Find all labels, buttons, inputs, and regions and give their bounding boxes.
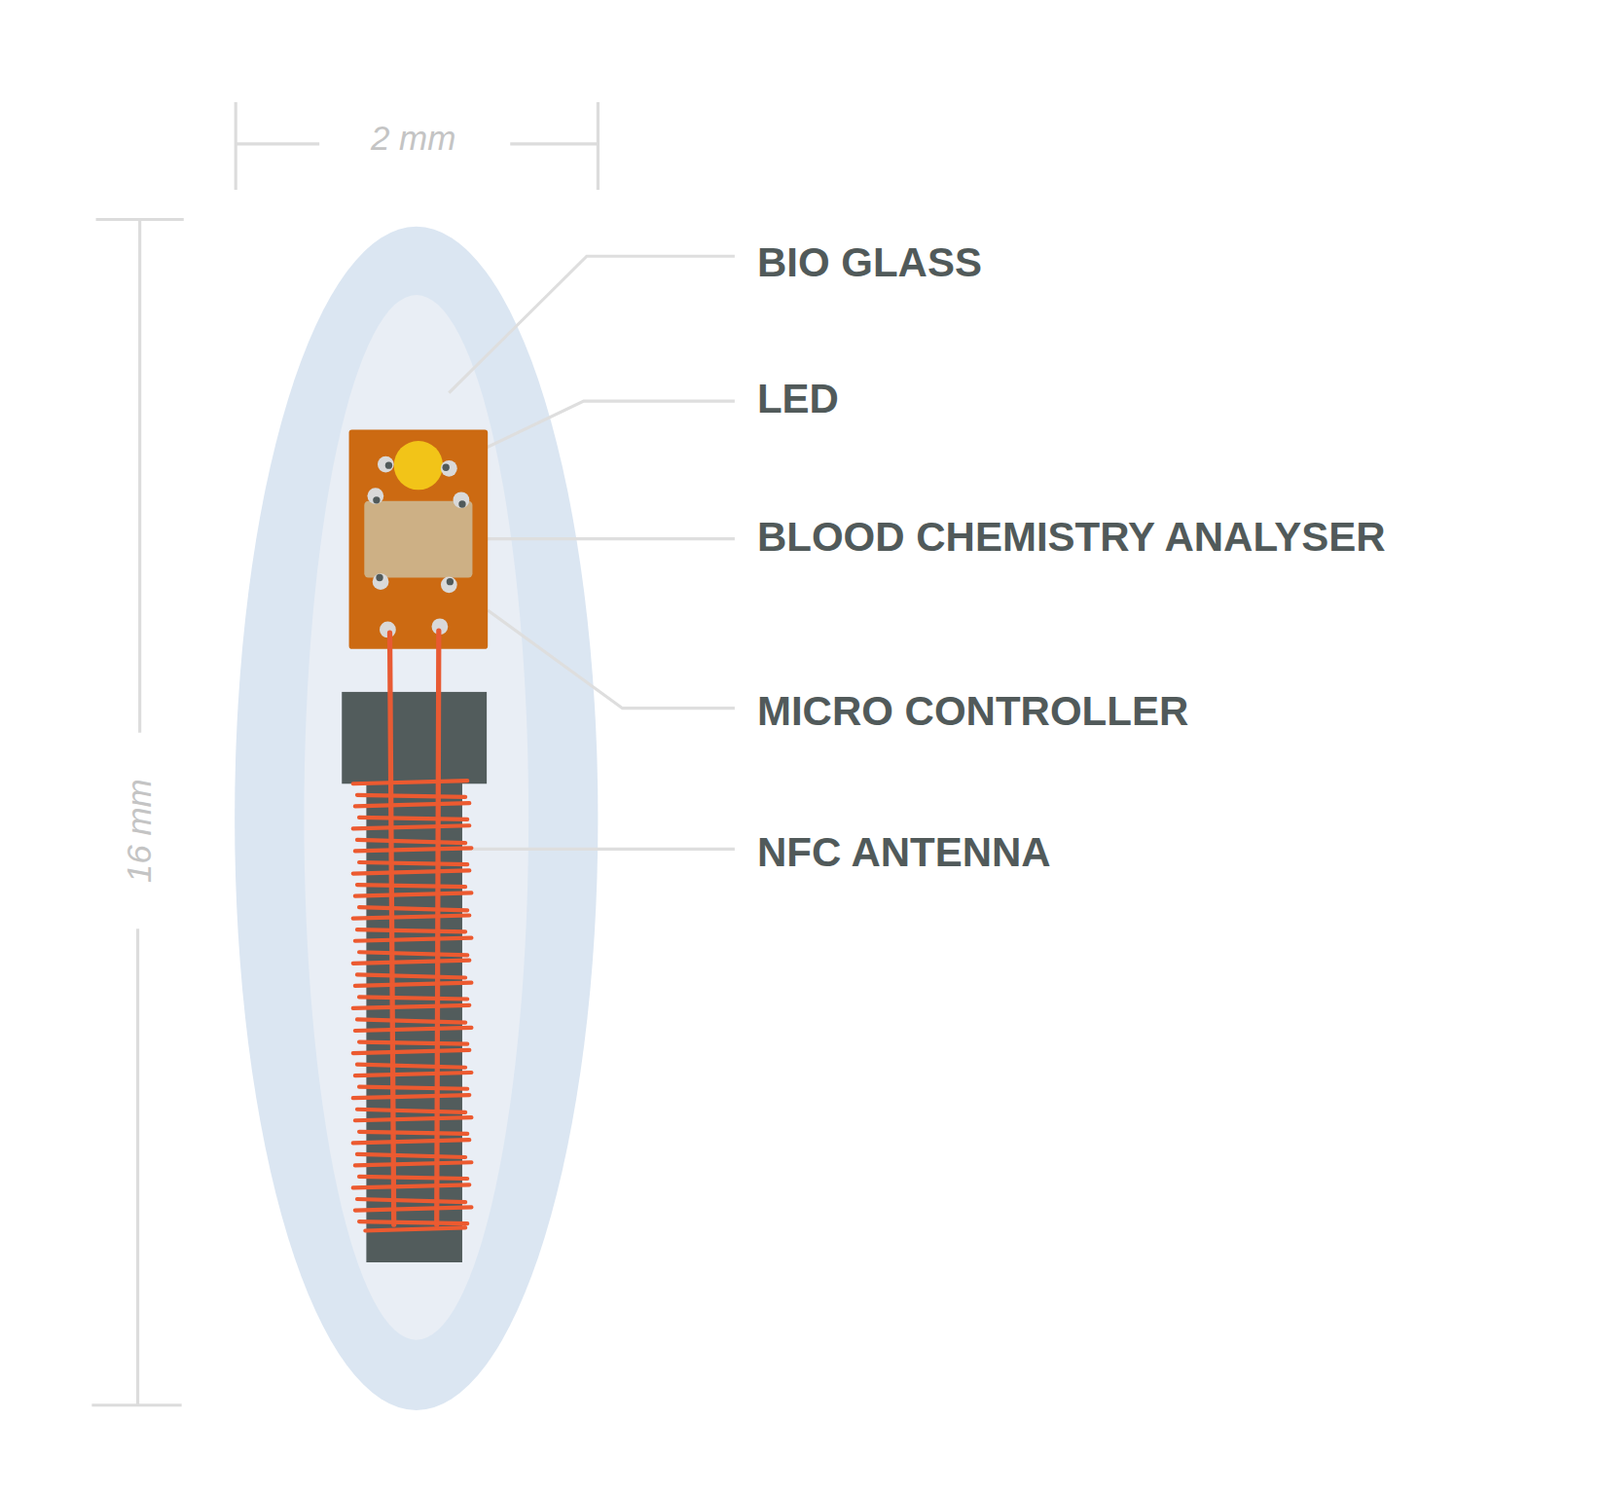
nfc-coil [353,780,473,1231]
part-label-wrap: LED [757,376,840,422]
part-label: MICRO CONTROLLER [757,689,1191,734]
solder-dot [372,496,380,504]
solder-dot [458,500,466,508]
dimension-label-wrap: 2 mm [370,119,458,158]
solder-pad [377,456,395,473]
bio-glass-outer [234,226,598,1411]
ferrite-head [341,691,487,784]
micro-controller-board [349,429,489,649]
leader-line [464,847,735,851]
dimension-label: 16 mm [120,777,159,883]
dimension-line [138,218,142,732]
dimension-line [509,142,598,146]
solder-dot [446,578,454,585]
part-label: LED [757,376,840,422]
solder-pad [366,487,384,505]
dimension-line [136,928,140,1406]
dimension-tick [596,102,600,190]
wire [436,630,439,1225]
solder-pads [366,456,470,639]
solder-dot [385,461,393,469]
bio-glass-inner [303,294,529,1341]
solder-pad [440,576,458,593]
solder-pad [372,573,390,590]
dimension-line [235,142,320,146]
solder-dot [375,574,383,582]
part-label-wrap: BLOOD CHEMISTRY ANALYSER [757,514,1387,560]
leader-line [448,255,735,393]
dimension-label: 2 mm [370,119,458,158]
part-label-wrap: NFC ANTENNA [757,830,1053,875]
leader-line [487,610,735,709]
antenna-wires [390,630,439,1225]
part-label: BLOOD CHEMISTRY ANALYSER [757,514,1387,560]
led-symbol [394,440,443,490]
dimension-tick [234,102,238,190]
part-label: BIO GLASS [757,240,984,286]
part-label-wrap: MICRO CONTROLLER [757,689,1191,734]
solder-dot [442,464,450,472]
solder-pad [440,460,458,477]
leader-line [467,537,735,541]
solder-pad [453,491,471,509]
analyser-chip [363,501,473,579]
part-label: NFC ANTENNA [757,830,1053,875]
dimension-label-wrap: 16 mm [120,777,159,883]
part-label-wrap: BIO GLASS [757,240,984,286]
